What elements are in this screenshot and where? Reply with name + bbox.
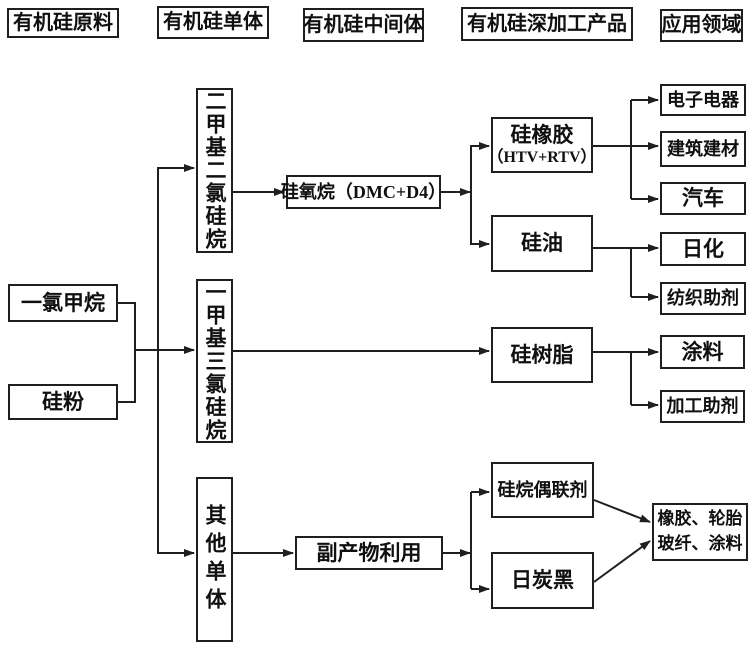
node-silicone-resin: 硅树脂 [491, 327, 593, 383]
node-coatings: 涂料 [660, 335, 745, 369]
node-byproduct-utilization: 副产物利用 [295, 536, 443, 570]
node-automotive: 汽车 [660, 182, 746, 215]
node-silicone-rubber: 硅橡胶 （HTV+RTV） [488, 117, 597, 173]
node-label: 橡胶、轮胎 [657, 509, 743, 529]
node-sublabel: （HTV+RTV） [487, 149, 597, 167]
node-methyltrichlorosilane: 一甲基三氯硅烷 [196, 279, 233, 443]
node-daily-chemicals: 日化 [660, 232, 746, 266]
node-carbon-black: 日炭黑 [491, 552, 594, 609]
node-processing-auxiliaries: 加工助剂 [660, 390, 745, 423]
node-silicone-oil: 硅油 [491, 215, 593, 272]
node-methyl-chloride: 一氯甲烷 [8, 284, 118, 322]
node-electronics: 电子电器 [660, 84, 746, 116]
node-siloxane: 硅氧烷（DMC+D4） [281, 175, 446, 209]
node-silicon-powder: 硅粉 [8, 384, 118, 420]
node-dimethyldichlorosilane: 二甲基二氯硅烷 [196, 88, 233, 253]
node-header-monomers: 有机硅单体 [157, 6, 269, 39]
node-header-deep-products: 有机硅深加工产品 [461, 7, 633, 41]
edge-raw-bracket [118, 302, 136, 403]
edge-oil-branch [593, 244, 659, 301]
node-rubber-tire-glass-fiber-coatings: 橡胶、轮胎 玻纤、涂料 [652, 503, 748, 561]
node-label: 硅橡胶 [510, 122, 574, 147]
edge-trunk-to-monomers [135, 164, 195, 557]
node-textile-auxiliaries: 纺织助剂 [660, 282, 746, 315]
node-building-materials: 建筑建材 [660, 131, 746, 167]
node-header-applications: 应用领域 [660, 9, 743, 42]
edge-siloxane-branch [441, 142, 490, 248]
edge-rubber-branch [593, 96, 659, 203]
node-other-monomers: 其他单体 [196, 477, 233, 642]
node-silane-coupling-agent: 硅烷偶联剂 [491, 462, 594, 518]
edge-resin-branch [593, 348, 659, 409]
node-header-raw-materials: 有机硅原料 [7, 8, 119, 38]
node-label: 玻纤、涂料 [657, 534, 743, 553]
node-header-intermediates: 有机硅中间体 [303, 8, 424, 42]
edge-byproduct-branch [443, 488, 490, 593]
edge-diagonals-to-combined [593, 499, 651, 583]
